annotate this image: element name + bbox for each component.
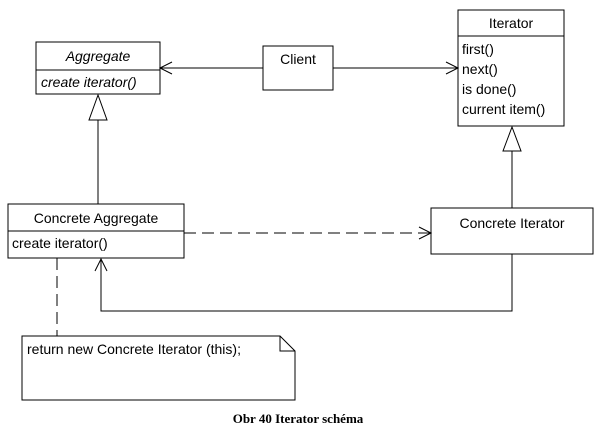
concrete-aggregate-class: Concrete Aggregate create iterator(): [7, 203, 185, 259]
aggregate-generalization-arrow: [88, 93, 108, 204]
concrete-iterator-class-name: Concrete Iterator: [459, 215, 564, 231]
iterator-operation: next(): [462, 61, 498, 77]
creates-dependency-arrow: [184, 226, 433, 240]
aggregate-class: Aggregate create iterator(): [35, 41, 161, 95]
implementation-note: return new Concrete Iterator (this);: [21, 335, 296, 401]
iterator-class-name: Iterator: [489, 15, 534, 31]
note-text: return new Concrete Iterator (this);: [27, 341, 241, 357]
iterator-class-box: [457, 9, 565, 127]
iterator-to-aggregate-arrow: [94, 254, 513, 312]
iterator-operation: current item(): [462, 101, 545, 117]
aggregate-class-name: Aggregate: [65, 48, 131, 64]
client-class: Client: [262, 45, 334, 91]
iterator-operation: is done(): [462, 81, 516, 97]
aggregate-operation: create iterator(): [41, 74, 137, 90]
client-to-iterator-arrow: [333, 61, 460, 75]
concrete-iterator-class: Concrete Iterator: [430, 207, 594, 255]
client-class-name: Client: [280, 51, 316, 67]
concrete-aggregate-operation: create iterator(): [12, 235, 108, 251]
iterator-operation: first(): [462, 41, 494, 57]
aggregate-class-box: [35, 41, 161, 95]
note-folded-corner: [279, 336, 295, 352]
iterator-generalization-arrow: [502, 125, 522, 208]
client-to-aggregate-arrow: [158, 61, 263, 75]
note-box: [21, 335, 296, 401]
client-class-box: [262, 45, 334, 91]
iterator-class: Iterator first() next() is done() curren…: [457, 9, 565, 127]
concrete-aggregate-class-name: Concrete Aggregate: [34, 210, 159, 226]
figure-caption: Obr 40 Iterator schéma: [233, 411, 364, 426]
